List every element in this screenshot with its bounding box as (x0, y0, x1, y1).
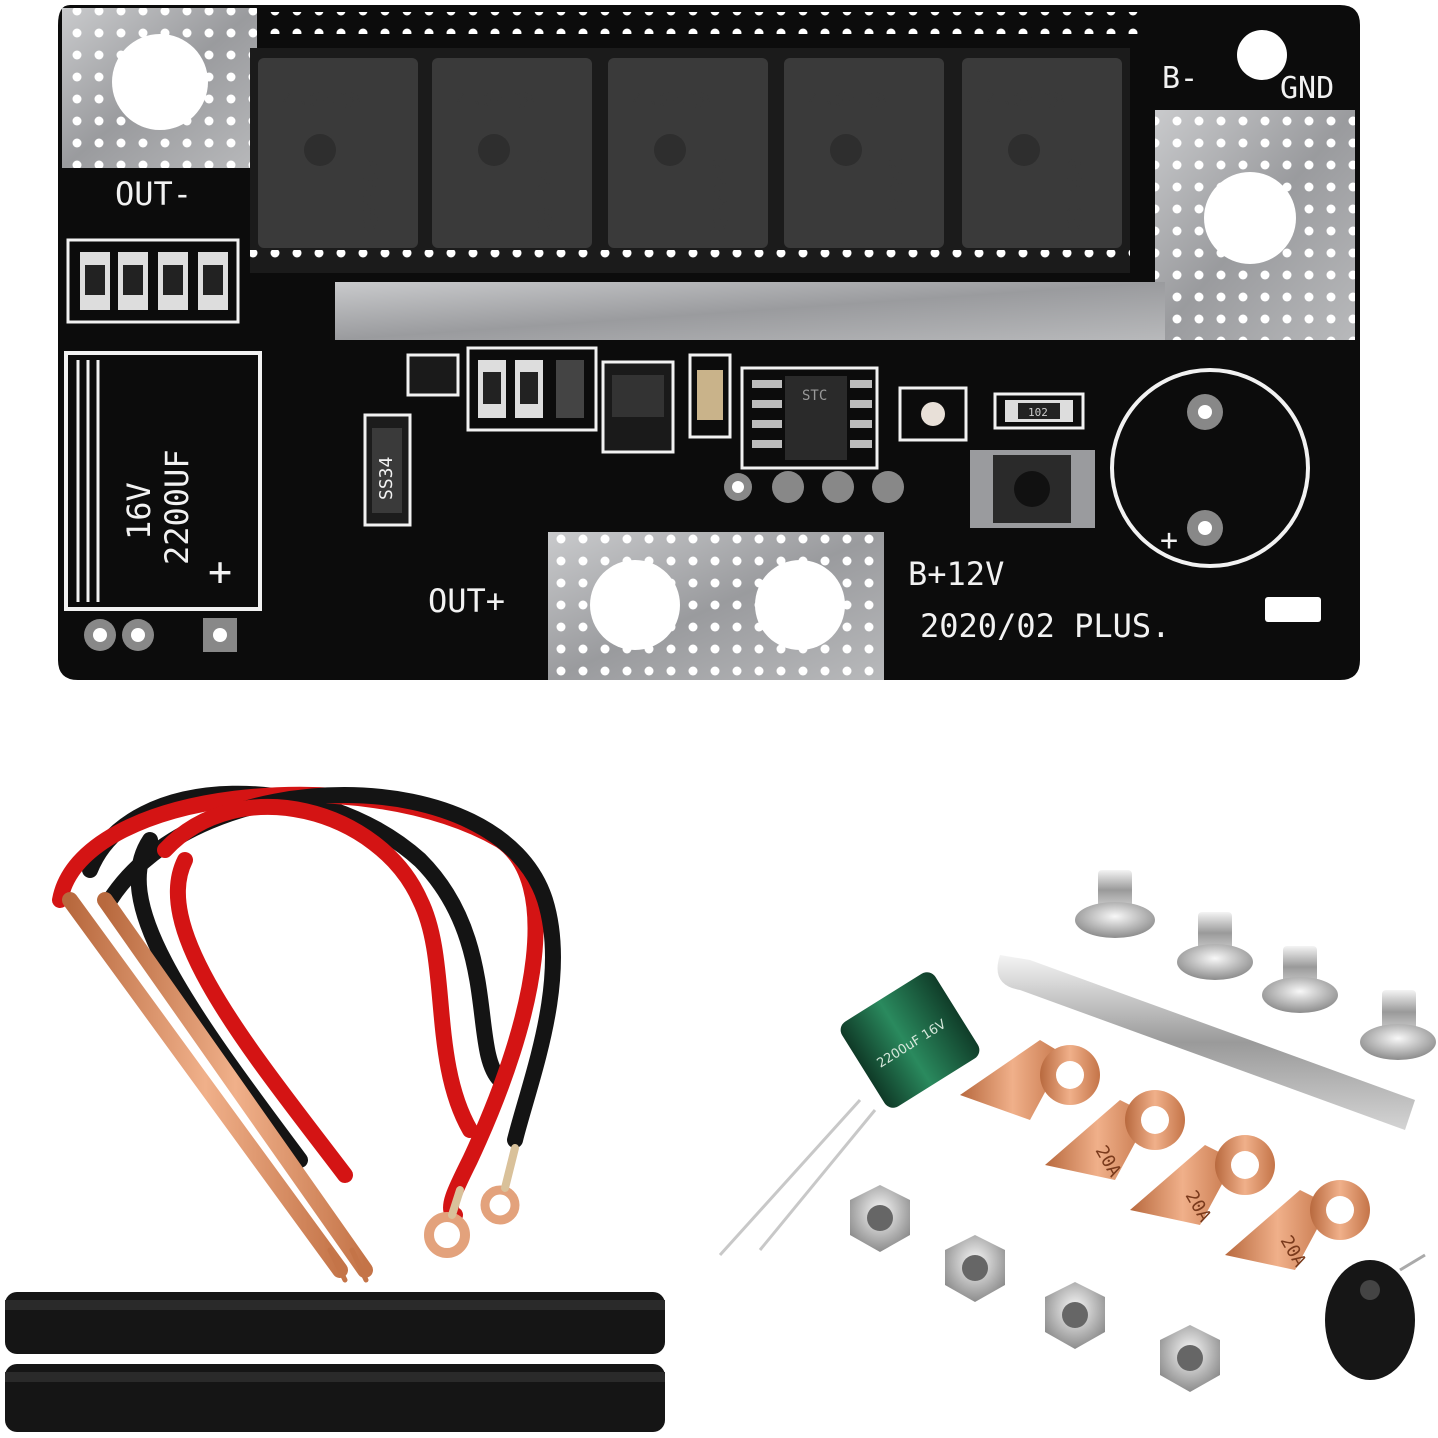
screw-1 (1075, 870, 1155, 938)
heat-shrink-tubes (5, 1292, 665, 1432)
mosfet-1-model: 4N04R8 (282, 89, 361, 114)
terminal-lug-3: 20A (1130, 1135, 1275, 1226)
mcu-chip: STC (740, 366, 879, 470)
nickel-strip (997, 955, 1415, 1130)
mosfet-3-model: 4N04R8 (632, 89, 711, 114)
label-version: 2020/02 PLUS. (920, 607, 1170, 645)
label-b-minus: B- (1162, 61, 1198, 96)
screw-2 (1177, 912, 1253, 980)
electrolytic-capacitor: 2200uF 16V (718, 972, 980, 1257)
resistor-array (66, 238, 240, 324)
mosfet-5-model: 4N04R8 (986, 89, 1065, 114)
screw-4 (1360, 990, 1436, 1060)
hex-nut-3 (1045, 1282, 1105, 1349)
label-cap-plus: + (208, 549, 232, 595)
mount-pad-top-left (62, 8, 257, 168)
diode-ss34: SS34 (363, 413, 412, 527)
mosfet-4-model: 4N04R8 (808, 89, 887, 114)
label-buzzer-plus: + (1160, 523, 1178, 558)
marking-pad (1265, 597, 1321, 622)
label-gnd: GND (1280, 71, 1334, 106)
mosfet-array: 4N04R8 GAG903 4N04R8 GAE849 4N04R8 GBW84… (250, 12, 1142, 273)
pcb-board: 4N04R8 GAG903 4N04R8 GAE849 4N04R8 GBW84… (58, 5, 1360, 680)
tact-switch (970, 450, 1095, 528)
terminal-lug-1 (960, 1040, 1100, 1120)
mosfet-3-code: GBW846 (709, 158, 733, 230)
mosfet-1: 4N04R8 GAG903 (258, 58, 418, 248)
mosfet-4: 4N04R8 HBZ846 (784, 58, 944, 248)
buzzer-outline: + (1110, 368, 1310, 568)
label-cap-voltage: 16V (120, 482, 158, 540)
hex-nut-4 (1160, 1325, 1220, 1392)
bus-bar-strip (335, 282, 1165, 340)
hex-nut-2 (945, 1235, 1005, 1302)
out-plus-pad (548, 532, 884, 680)
accessories: 2200uF 16V 20A 20A 20A (718, 870, 1436, 1392)
mount-hole-top-right (1237, 30, 1287, 80)
buzzer (1325, 1253, 1426, 1380)
label-chip-brand: STC (802, 388, 827, 404)
terminal-lug-4: 20A (1225, 1180, 1370, 1271)
label-cap-capacity: 2200UF (158, 449, 196, 565)
label-diode: SS34 (376, 457, 397, 500)
label-resistor: 102 (1028, 406, 1048, 419)
label-b-plus: B+12V (908, 555, 1004, 593)
label-out-plus: OUT+ (428, 582, 505, 620)
screw-3 (1262, 946, 1338, 1013)
mosfet-3: 4N04R8 GBW846 (608, 58, 768, 248)
mosfet-2-code: GAE849 (533, 158, 557, 230)
mosfet-2: 4N04R8 GAE849 (432, 58, 592, 248)
welding-pen-set (52, 785, 561, 1283)
mosfet-5: 4N04R8 GDE908 (962, 58, 1122, 248)
mosfet-4-code: HBZ846 (885, 158, 909, 230)
hex-nut-1 (850, 1185, 910, 1252)
mosfet-5-code: GDE908 (1063, 158, 1087, 230)
capacitor-outline: 16V 2200UF + (64, 351, 262, 611)
gnd-pad (1155, 110, 1355, 340)
mosfet-1-code: GAG903 (359, 158, 383, 230)
label-out-minus: OUT- (115, 175, 192, 213)
mosfet-2-model: 4N04R8 (456, 89, 535, 114)
